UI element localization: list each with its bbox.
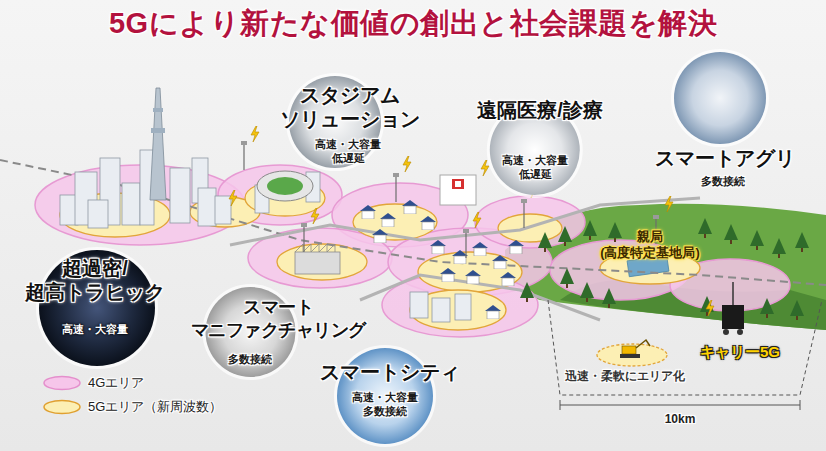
callout-title: 超過密/ 超高トラヒック [25,256,165,304]
callout-title: スマートシティ [320,360,460,384]
text-line: 超過密/ [25,256,165,280]
text-line: 高速・大容量 [352,390,418,404]
callout-subtitle: 多数接続 [228,352,272,366]
text-line: スタジアム [280,83,420,107]
text-line: 多数接続 [701,174,745,188]
text-line: スマートアグリ [655,146,795,170]
callout-subtitle: 高速・大容量 低遅延 [315,137,381,165]
text-line: 低遅延 [502,167,568,181]
legend-swatch [42,375,82,391]
text-line: スマート [191,296,366,319]
note-label: 迅速・柔軟にエリア化 [565,369,685,383]
text-line: マニファクチャリング [191,319,366,342]
text-line: 5Gエリア（新周波数） [88,398,222,416]
callout-node: 遠隔医療/診療高速・大容量 低遅延 [475,96,605,198]
text-line: 低遅延 [315,151,381,165]
text-line: 高速・大容量 [315,137,381,151]
text-line: 多数接続 [352,404,418,418]
callout-subtitle: 多数接続 [701,174,745,188]
callout-photo [674,52,766,144]
text-line: 迅速・柔軟にエリア化 [565,369,685,383]
text-line: 高速・大容量 [62,322,128,336]
callout-title: スマートアグリ [655,146,795,170]
text-line: 多数接続 [228,352,272,366]
callout-node: スタジアム ソリューション高速・大容量 低遅延 [278,73,422,171]
text-line: 4Gエリア [88,374,144,392]
callout-title: スタジアム ソリューション [280,83,420,131]
callout-node: スマートアグリ多数接続 [653,49,797,190]
callout-subtitle: 高速・大容量 多数接続 [352,390,418,418]
text-line: 10km [665,412,696,426]
text-line: キャリー5G [700,343,780,361]
callout-node: スマートシティ高速・大容量 多数接続 [318,345,462,447]
callout-title: 遠隔医療/診療 [477,98,603,122]
callout-glow [673,51,767,145]
legend-swatch-ellipse [44,377,80,390]
callout-title: スマート マニファクチャリング [191,296,366,342]
legend-swatch [42,399,82,415]
legend-text: 5Gエリア（新周波数） [88,398,222,416]
title: 5Gにより新たな価値の創出と社会課題を解決 [0,5,826,41]
dimension-label: 10km [665,412,696,426]
text-line: (高度特定基地局) [600,245,700,261]
text-line: 高速・大容量 [502,153,568,167]
legend-text: 4Gエリア [88,374,144,392]
text-line: スマートシティ [320,360,460,384]
callout-subtitle: 高速・大容量 低遅延 [502,153,568,181]
text-line: 5Gにより新たな価値の創出と社会課題を解決 [0,5,826,41]
legend-swatch-ellipse [44,401,80,414]
text-line: 遠隔医療/診療 [477,98,603,122]
station-label: 親局 (高度特定基地局) [600,229,700,261]
text-line: ソリューション [280,107,420,131]
text-line: 親局 [600,229,700,245]
text-line: 超高トラヒック [25,280,165,304]
carry-label: キャリー5G [700,343,780,361]
callout-node: 超過密/ 超高トラヒック高速・大容量 [23,247,167,369]
callout-subtitle: 高速・大容量 [62,322,128,336]
